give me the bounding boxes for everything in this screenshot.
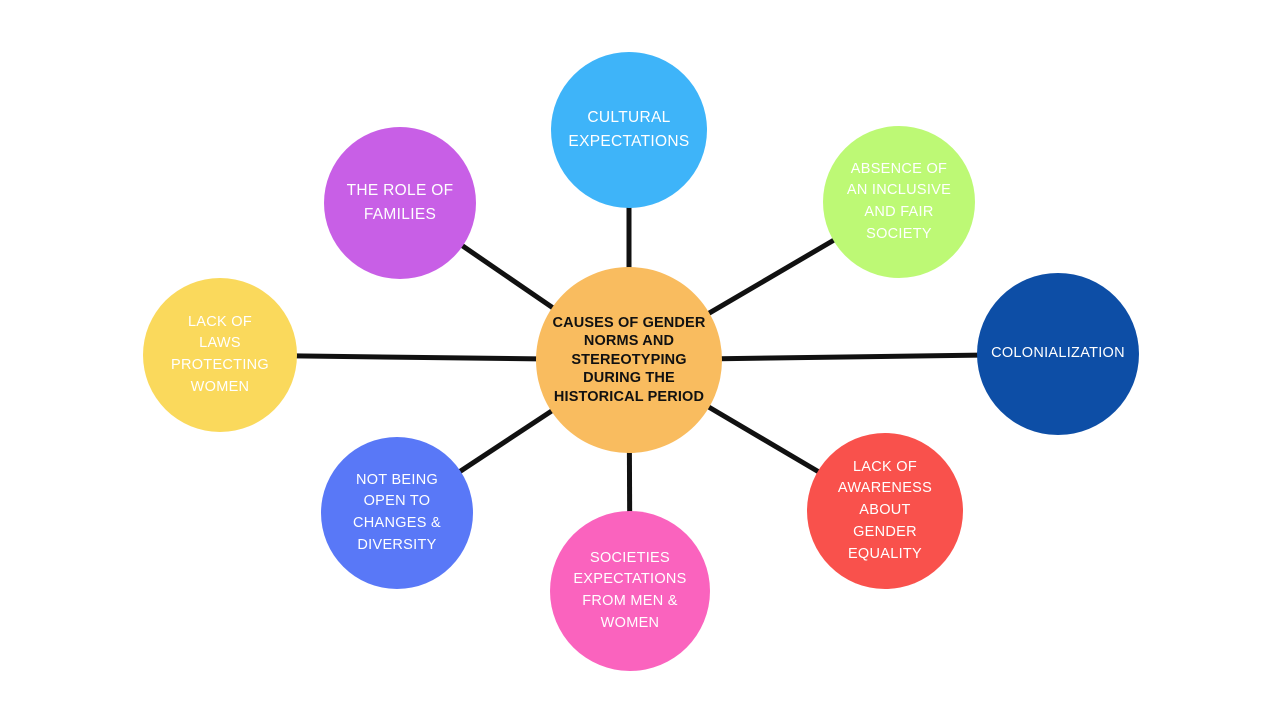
node-label: THE ROLE OF FAMILIES [346,182,454,223]
node-center-causes-of-gender-norms[interactable]: CAUSES OF GENDER NORMS AND STEREOTYPING … [536,267,722,453]
node-label: LACK OF LAWS PROTECTING WOMEN [171,313,269,395]
node-label: CULTURAL EXPECTATIONS [568,109,690,150]
node-lack-of-laws-protecting-women[interactable]: LACK OF LAWS PROTECTING WOMEN [143,278,297,432]
node-label: NOT BEING OPEN TO CHANGES & DIVERSITY [352,471,442,553]
node-lack-of-awareness-about-gender-equality[interactable]: LACK OF AWARENESS ABOUT GENDER EQUALITY [807,433,963,589]
node-not-being-open-to-changes-and-diversity[interactable]: NOT BEING OPEN TO CHANGES & DIVERSITY [321,437,473,589]
node-label: COLONIALIZATION [991,345,1125,362]
node-societies-expectations-from-men-and-women[interactable]: SOCIETIES EXPECTATIONS FROM MEN & WOMEN [550,511,710,671]
node-absence-of-an-inclusive-and-fair-society[interactable]: ABSENCE OF AN INCLUSIVE AND FAIR SOCIETY [823,126,975,278]
node-the-role-of-families[interactable]: THE ROLE OF FAMILIES [324,127,476,279]
node-label: LACK OF AWARENESS ABOUT GENDER EQUALITY [837,458,933,562]
node-label: ABSENCE OF AN INCLUSIVE AND FAIR SOCIETY [846,160,952,242]
node-colonialization[interactable]: COLONIALIZATION [977,273,1139,435]
node-label: SOCIETIES EXPECTATIONS FROM MEN & WOMEN [573,549,687,631]
center-node-label: CAUSES OF GENDER NORMS AND STEREOTYPING … [552,314,706,405]
node-cultural-expectations[interactable]: CULTURAL EXPECTATIONS [551,52,707,208]
